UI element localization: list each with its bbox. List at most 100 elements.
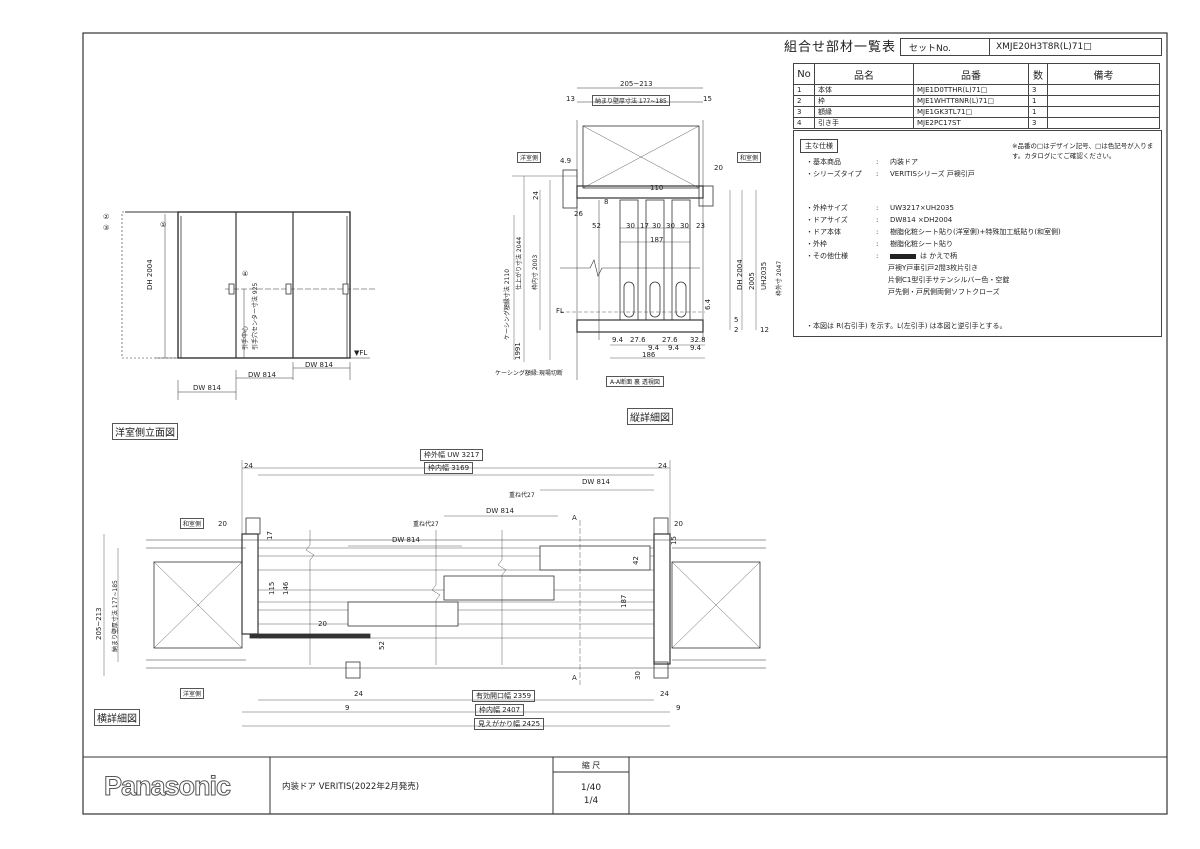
plan-visible: 見えがかり幅 2425	[474, 718, 545, 730]
cell-note	[1047, 106, 1160, 118]
dim-5: 5	[734, 316, 739, 324]
cell-code: MJE1GK3TL71□	[913, 106, 1029, 118]
dim-2: 2	[734, 326, 739, 334]
plan-a2: A	[572, 674, 577, 682]
spec-panel: 主な仕様 ※品番の□はデザイン記号、□は色記号が入ります。カタログにてご確認くだ…	[793, 130, 1162, 337]
spec-extra: 戸先側・戸尻側両側ソフトクローズ	[888, 288, 1000, 296]
parts-table-header: No 品名 品番 数 備考	[793, 63, 1160, 85]
spec-note: ※品番の□はデザイン記号、□は色記号が入ります。カタログにてご確認ください。	[1012, 142, 1154, 160]
spec-row: ・その他仕様:は かえで柄	[806, 252, 958, 260]
set-number-label: セットNo.	[901, 39, 990, 55]
dim-187: 187	[650, 236, 664, 244]
elevation-dw1: DW 814	[193, 384, 221, 392]
dim-15: 15	[703, 95, 712, 103]
cell-name: 枠	[814, 95, 914, 107]
plan-dw3: DW 814	[392, 536, 420, 544]
scale-1: 1/40	[580, 783, 602, 793]
plan-17: 17	[266, 531, 274, 540]
dim-17: 17	[640, 222, 649, 230]
elevation-view	[121, 211, 375, 400]
cell-code: MJE1WHTT8NR(L)71□	[913, 95, 1029, 107]
plan-wall2: 205~213	[95, 607, 103, 640]
dim-uh: UH2035	[760, 261, 768, 290]
plan-inner: 枠内幅 3169	[424, 462, 474, 474]
plan-a1: A	[572, 514, 577, 522]
spec-heading: 主な仕様	[800, 139, 838, 153]
section-casing-note: ケーシング額縁:現場切断	[495, 370, 563, 377]
plan-uw: 枠外幅 UW 3217	[420, 449, 484, 461]
dim-328: 32.8	[690, 336, 706, 344]
cell-name: 額縁	[814, 106, 914, 118]
marker-1: ①	[160, 221, 167, 229]
elevation-title: 洋室側立面図	[112, 423, 178, 440]
cell-name: 本体	[814, 84, 914, 96]
dim-26: 26	[574, 210, 583, 218]
plan-wall: 納まり壁厚寸法 177~185	[112, 580, 119, 652]
col-code: 品番	[913, 63, 1029, 85]
set-number-value: XMJE20H3T8R(L)71□	[996, 42, 1092, 52]
dim-inner: 枠内寸 2003	[532, 254, 539, 290]
plan-ov1: 重ね代27	[509, 492, 535, 499]
elevation-dw2: DW 814	[248, 371, 276, 379]
section-title: 縦詳細図	[627, 408, 673, 425]
elevation-dh: DH 2004	[146, 259, 154, 290]
dim-30a: 30	[626, 222, 635, 230]
col-qty: 数	[1028, 63, 1048, 85]
dim-23: 23	[696, 222, 705, 230]
plan-dw2: DW 814	[486, 507, 514, 515]
elevation-fl: ▼FL	[354, 349, 368, 357]
plan-view	[103, 460, 766, 727]
plan-146: 146	[282, 581, 290, 595]
section-room-w: 洋室側	[517, 152, 542, 163]
dim-94c: 9.4	[668, 344, 680, 352]
marker-2: ②	[103, 213, 110, 221]
scale-values: 1/40 1/4	[555, 782, 627, 808]
dim-276b: 27.6	[662, 336, 678, 344]
spec-extra: 戸襖Y戸車引戸2間3枚片引き	[888, 264, 979, 272]
elevation-dw3: DW 814	[305, 361, 333, 369]
dim-8: 8	[604, 198, 609, 206]
dim-12: 12	[760, 326, 769, 334]
plan-room-w: 洋室側	[180, 688, 205, 699]
dim-94a: 9.4	[612, 336, 624, 344]
spec-extra: 片側C1型引手サテンシルバー色・空錠	[888, 276, 1010, 284]
plan-187: 187	[620, 594, 628, 608]
dim-casing: ケーシング額縁寸法 2110	[504, 268, 511, 340]
dim-24: 24	[532, 191, 540, 200]
dim-frame: 枠外寸 2047	[776, 260, 783, 296]
dim-49: 4.9	[560, 157, 572, 165]
cell-no: 2	[793, 95, 815, 107]
cell-qty: 3	[1028, 117, 1048, 129]
plan-24b: 24	[658, 462, 667, 470]
plan-115: 115	[268, 581, 276, 595]
cell-qty: 1	[1028, 95, 1048, 107]
plan-15: 15	[670, 536, 678, 545]
cell-qty: 1	[1028, 106, 1048, 118]
plan-24c: 24	[354, 690, 363, 698]
dim-30d: 30	[680, 222, 689, 230]
cell-note	[1047, 84, 1160, 96]
dim-186: 186	[642, 351, 656, 359]
cell-code: MJE1D0TTHR(L)71□	[913, 84, 1029, 96]
plan-9b: 9	[676, 704, 681, 712]
dim-110: 110	[650, 184, 664, 192]
section-aa: A-A断面 裏 透視図	[606, 376, 664, 387]
dim-top: 205~213	[620, 80, 653, 88]
dim-30c: 30	[666, 222, 675, 230]
cell-note	[1047, 95, 1160, 107]
brand-block: Panasonic	[84, 758, 270, 810]
plan-42: 42	[632, 556, 640, 565]
elevation-center: 引手穴センター寸法 925	[252, 282, 259, 350]
marker-3: ③	[103, 224, 110, 232]
plan-20b: 20	[674, 520, 683, 528]
plan-open: 有効開口幅 2359	[472, 690, 536, 702]
plan-52: 52	[378, 641, 386, 650]
spec-row: ・ドア本体:樹脂化粧シート貼り(洋室側)+特殊加工紙貼り(和室側)	[806, 228, 1061, 236]
plan-20a: 20	[218, 520, 227, 528]
col-note: 備考	[1047, 63, 1160, 85]
